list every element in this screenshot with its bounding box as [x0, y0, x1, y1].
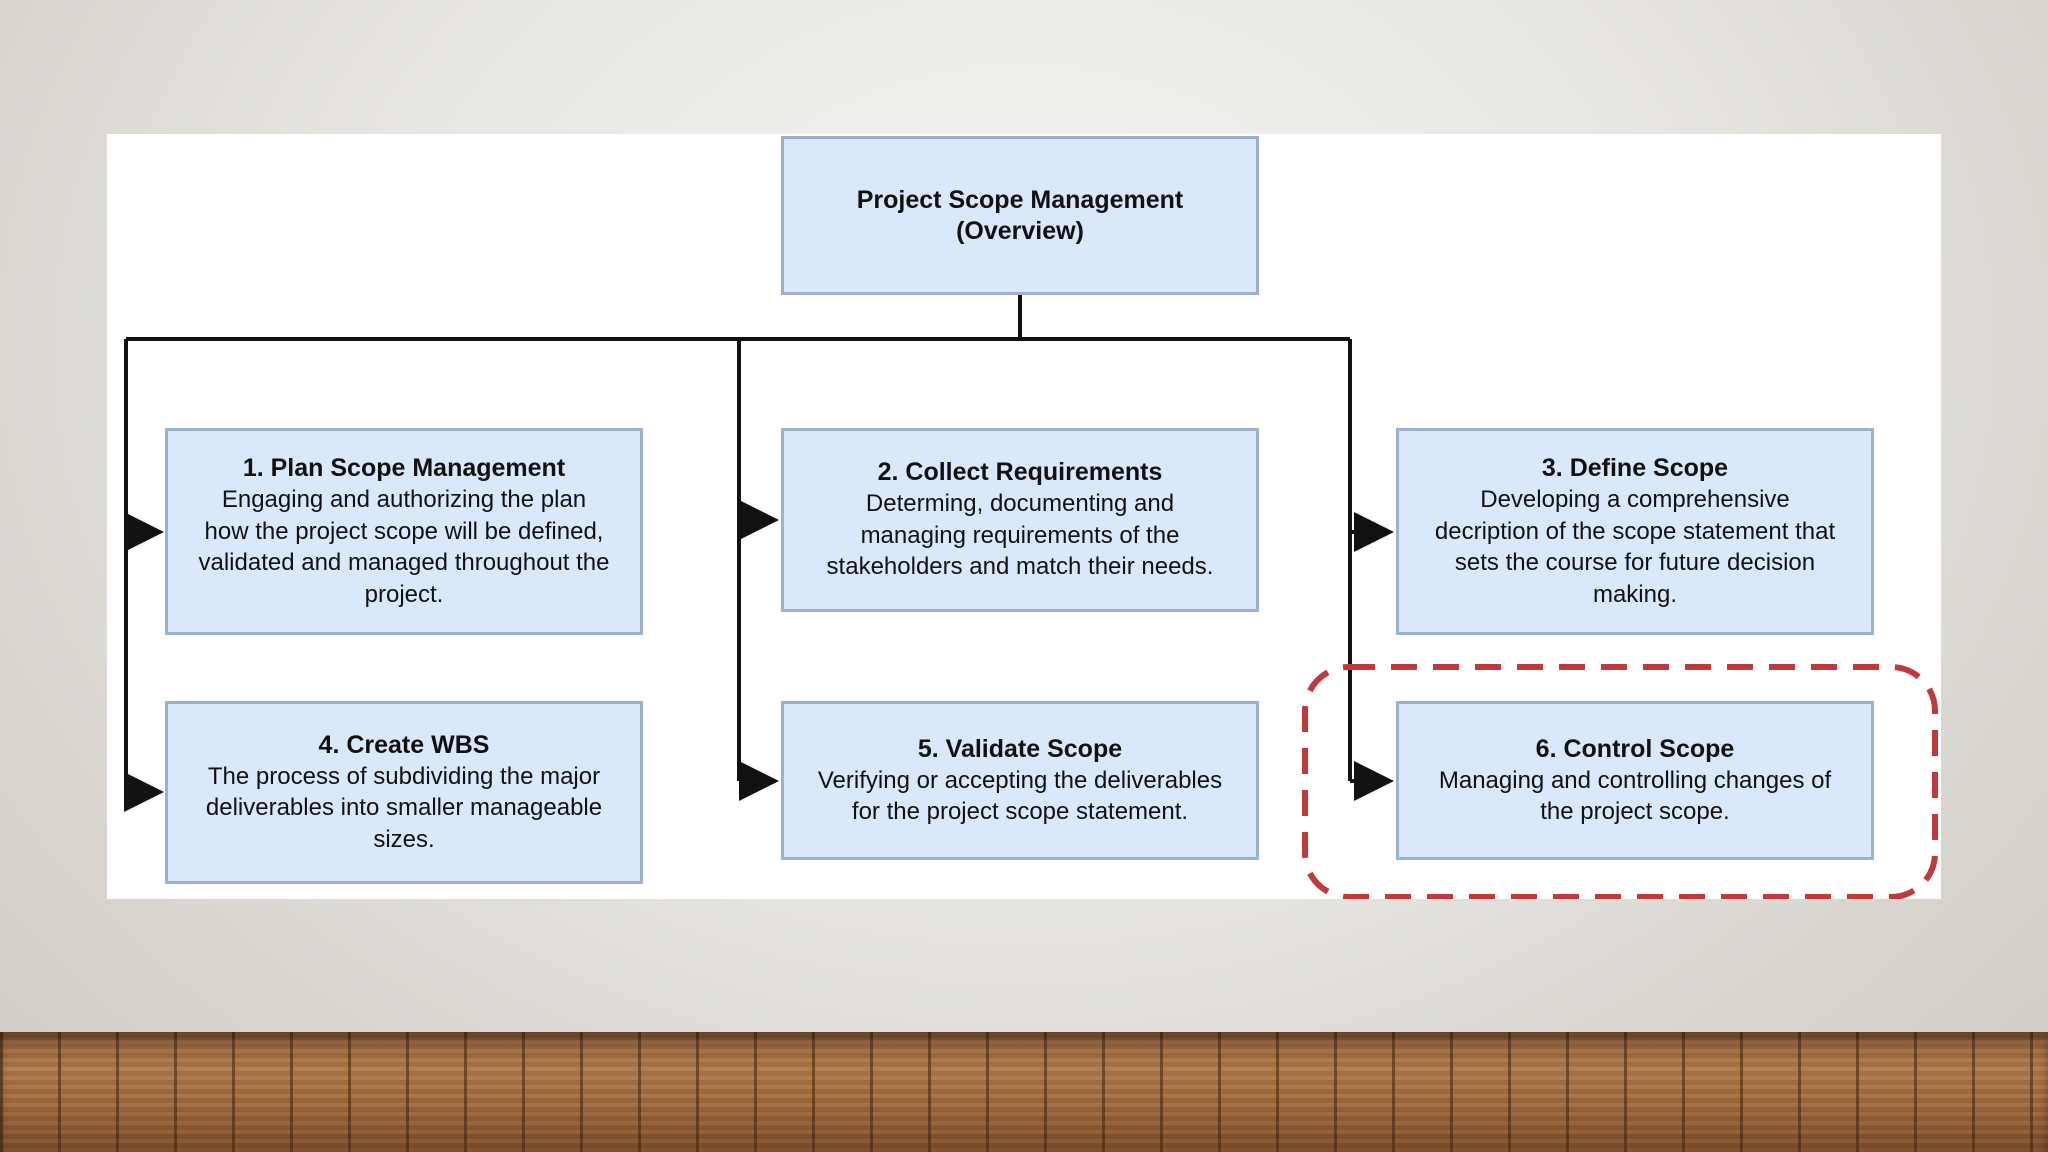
wood-floor-background — [0, 1032, 2048, 1152]
root-title: Project Scope Management (Overview) — [856, 185, 1184, 245]
process-box-validate-scope: 5. Validate Scope Verifying or accepting… — [781, 701, 1259, 860]
process-description: Managing and controlling changes of the … — [1438, 766, 1832, 826]
process-box-create-wbs: 4. Create WBS The process of subdividing… — [165, 701, 643, 884]
process-description: Developing a comprehensive decription of… — [1434, 486, 1836, 608]
root-box: Project Scope Management (Overview) — [781, 136, 1259, 295]
process-box-plan-scope: 1. Plan Scope Management Engaging and au… — [165, 428, 643, 635]
diagram-panel: Project Scope Management (Overview) 1. P… — [107, 134, 1941, 899]
connector-lines — [124, 294, 1938, 899]
process-description: The process of subdividing the major del… — [205, 762, 603, 853]
process-title: 6. Control Scope — [1535, 734, 1735, 763]
highlight-dashed-outline — [1302, 664, 1938, 899]
process-description: Verifying or accepting the deliverables … — [817, 766, 1223, 826]
process-description: Engaging and authorizing the plan how th… — [198, 486, 610, 608]
process-box-collect-requirements: 2. Collect Requirements Determing, docum… — [781, 428, 1259, 612]
process-title: 3. Define Scope — [1541, 454, 1729, 482]
process-description: Determing, documenting and managing requ… — [826, 490, 1214, 581]
process-box-define-scope: 3. Define Scope Developing a comprehensi… — [1396, 428, 1874, 635]
process-title: 1. Plan Scope Management — [242, 454, 566, 482]
process-title: 5. Validate Scope — [917, 734, 1123, 763]
process-box-control-scope: 6. Control Scope Managing and controllin… — [1396, 701, 1874, 860]
process-title: 4. Create WBS — [318, 730, 490, 759]
process-title: 2. Collect Requirements — [877, 458, 1163, 487]
